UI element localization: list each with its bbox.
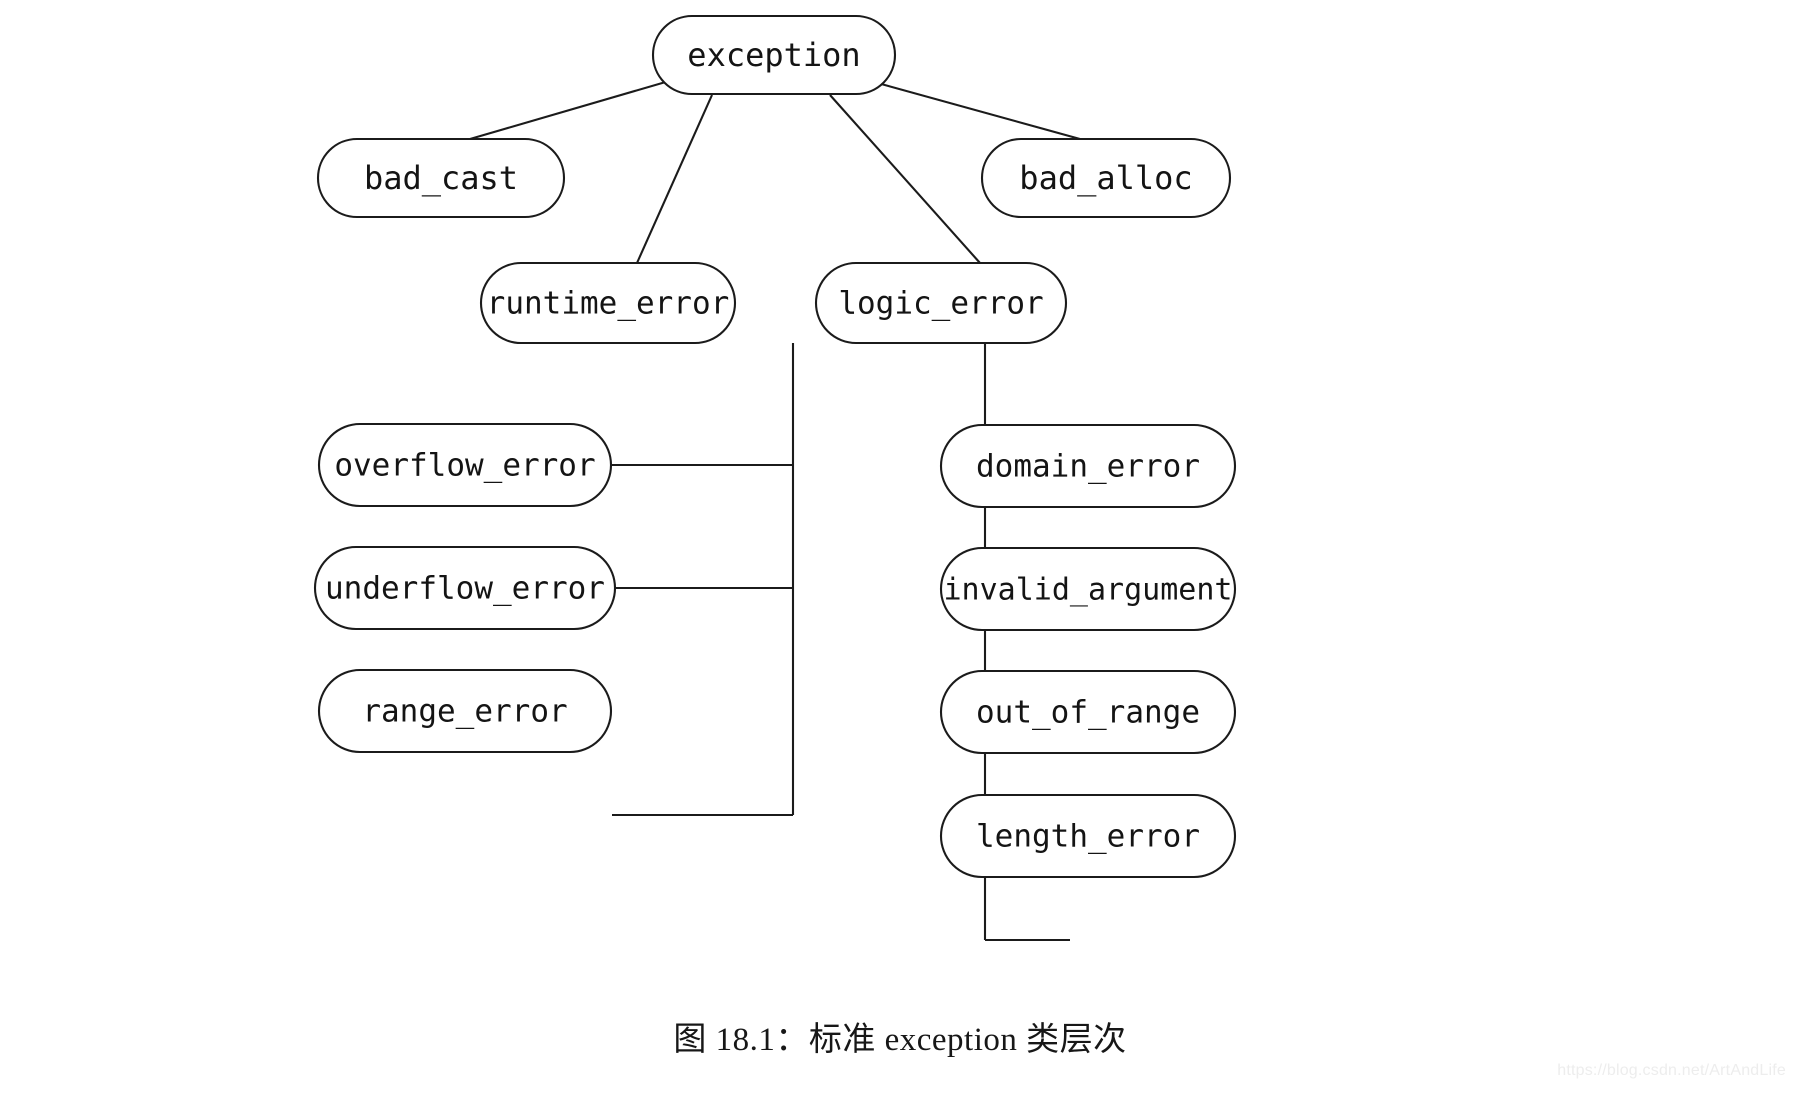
node-range-error-label: range_error bbox=[362, 694, 567, 730]
node-invalid-argument-shape bbox=[939, 546, 1237, 632]
node-overflow-error-label: overflow_error bbox=[334, 448, 595, 484]
node-runtime-error[interactable]: runtime_error bbox=[479, 261, 737, 345]
node-range-error-shape bbox=[317, 668, 613, 754]
edge-exception-logic-error bbox=[829, 94, 981, 264]
node-runtime-error-shape bbox=[479, 261, 737, 345]
node-overflow-error[interactable]: overflow_error bbox=[317, 422, 613, 508]
edge-exception-bad-cast bbox=[469, 70, 701, 141]
edge-exception-runtime-error bbox=[636, 94, 713, 264]
node-domain-error-shape bbox=[939, 423, 1237, 509]
node-logic-error[interactable]: logic_error bbox=[814, 261, 1068, 345]
node-range-error[interactable]: range_error bbox=[317, 668, 613, 754]
node-length-error-shape bbox=[939, 793, 1237, 879]
node-out-of-range[interactable]: out_of_range bbox=[939, 669, 1237, 755]
node-bad-alloc[interactable]: bad_alloc bbox=[980, 137, 1232, 219]
node-domain-error-label: domain_error bbox=[976, 449, 1200, 485]
node-out-of-range-label: out_of_range bbox=[976, 695, 1200, 731]
watermark-text: https://blog.csdn.net/ArtAndLife bbox=[1557, 1062, 1786, 1079]
node-runtime-error-label: runtime_error bbox=[487, 286, 730, 322]
node-exception-shape bbox=[651, 14, 897, 96]
node-domain-error[interactable]: domain_error bbox=[939, 423, 1237, 509]
node-out-of-range-shape bbox=[939, 669, 1237, 755]
node-length-error[interactable]: length_error bbox=[939, 793, 1237, 879]
node-bad-cast-label: bad_cast bbox=[364, 159, 518, 197]
edge-exception-bad-alloc bbox=[844, 72, 1081, 141]
node-overflow-error-shape bbox=[317, 422, 613, 508]
node-invalid-argument[interactable]: invalid_argument bbox=[939, 546, 1237, 632]
node-underflow-error-shape bbox=[313, 545, 617, 631]
node-bad-cast-shape bbox=[316, 137, 566, 219]
node-length-error-label: length_error bbox=[976, 819, 1200, 855]
node-underflow-error[interactable]: underflow_error bbox=[313, 545, 617, 631]
node-exception-label: exception bbox=[687, 36, 860, 74]
node-invalid-argument-label: invalid_argument bbox=[944, 573, 1233, 608]
node-bad-alloc-label: bad_alloc bbox=[1019, 159, 1192, 197]
node-logic-error-label: logic_error bbox=[838, 286, 1043, 322]
node-underflow-error-label: underflow_error bbox=[325, 571, 605, 607]
node-bad-alloc-shape bbox=[980, 137, 1232, 219]
figure-caption: 图 18.1：标准 exception 类层次 bbox=[673, 1022, 1127, 1058]
node-bad-cast[interactable]: bad_cast bbox=[316, 137, 566, 219]
node-logic-error-shape bbox=[814, 261, 1068, 345]
node-exception[interactable]: exception bbox=[651, 14, 897, 96]
